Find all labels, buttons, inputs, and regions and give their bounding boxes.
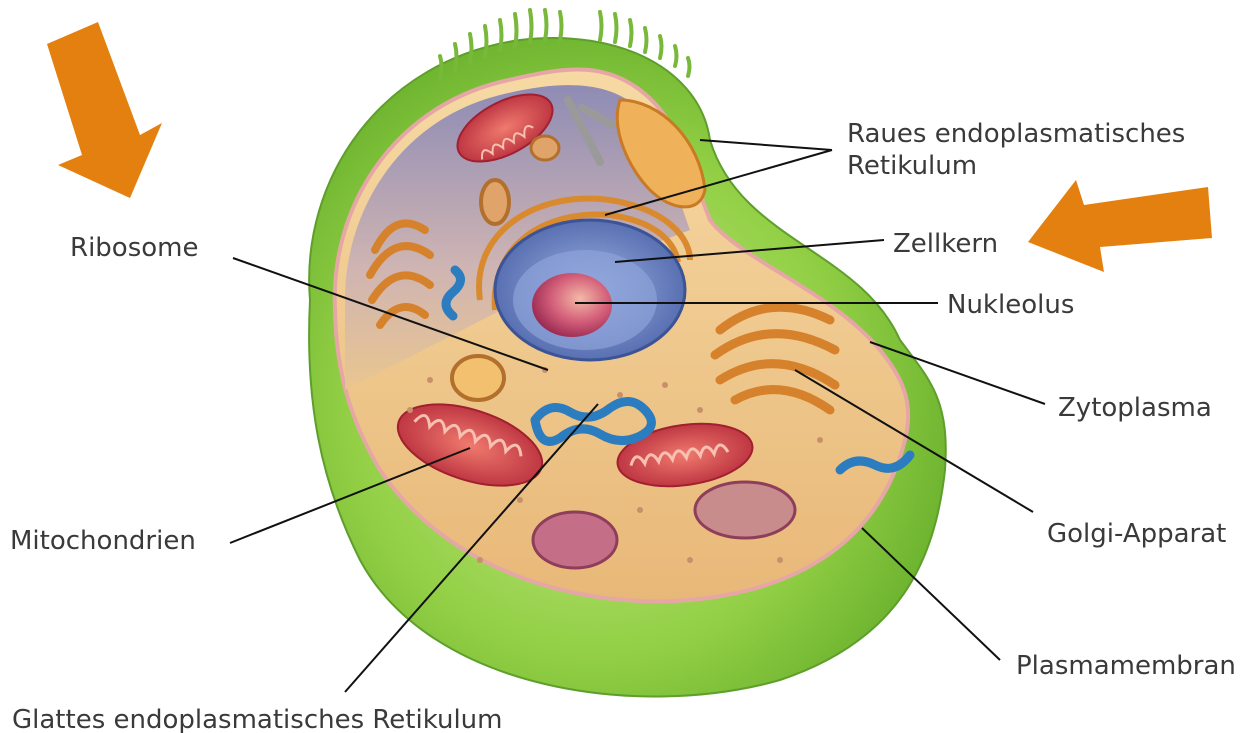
label-cytoplasm: Zytoplasma xyxy=(1058,392,1212,424)
label-plasma-membrane: Plasmamembran xyxy=(1016,650,1236,682)
vacuole-shape xyxy=(695,482,795,538)
label-nucleus: Zellkern xyxy=(893,228,998,260)
label-smooth-er: Glattes endoplasmatisches Retikulum xyxy=(12,704,502,733)
vacuole-shape xyxy=(533,512,617,568)
arrow-zellkern-icon xyxy=(1028,180,1212,272)
label-rough-er-line2: Retikulum xyxy=(847,150,1185,182)
arrow-ribosome-icon xyxy=(47,22,162,198)
nucleolus-shape xyxy=(532,273,612,337)
label-rough-er-line1: Raues endoplasmatisches xyxy=(847,118,1185,150)
vesicle-shape xyxy=(481,180,509,224)
label-golgi: Golgi-Apparat xyxy=(1047,518,1226,550)
vesicle-shape xyxy=(531,136,559,160)
label-nucleolus: Nukleolus xyxy=(947,289,1074,321)
label-rough-er: Raues endoplasmatisches Retikulum xyxy=(847,118,1185,182)
vesicle-shape xyxy=(452,356,504,400)
label-mitochondria: Mitochondrien xyxy=(10,525,196,557)
label-ribosome: Ribosome xyxy=(70,232,198,264)
